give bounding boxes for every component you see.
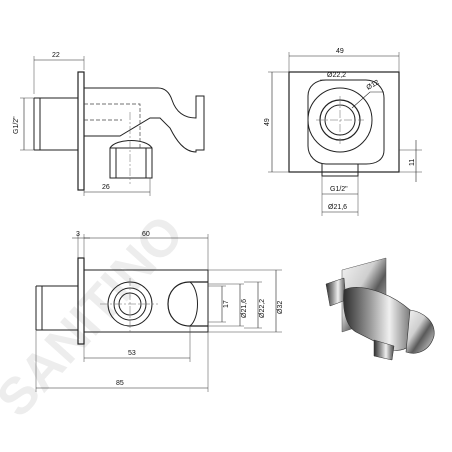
side-outlet	[109, 147, 153, 179]
top-dim-17-ext	[208, 285, 226, 323]
product-render	[325, 257, 435, 361]
top-holder-slot	[167, 281, 208, 327]
top-dim-d1-label: Ø21,6	[241, 299, 248, 318]
front-dim-49w-ext	[288, 52, 400, 72]
side-dim-thread-ext	[20, 97, 34, 151]
front-dim-thread-dia-label: Ø21,6	[328, 204, 347, 211]
top-dim-d3-label: Ø32	[277, 301, 284, 314]
side-outlet-neck	[109, 140, 153, 149]
front-outlet-stub	[321, 164, 359, 177]
render-outlet	[373, 339, 395, 361]
front-outer-ring	[307, 87, 373, 153]
side-dim-26-ext	[83, 178, 151, 196]
front-dim-11-ext	[399, 149, 422, 173]
side-body-outline	[84, 87, 205, 153]
front-dim-49h-label: 49	[264, 118, 271, 126]
side-dim-22-label: 22	[52, 52, 60, 59]
top-dim-53-label: 53	[128, 350, 136, 357]
top-dim-60-label: 60	[142, 231, 150, 238]
top-centerlines	[100, 278, 158, 334]
top-holder-inner	[189, 281, 198, 327]
side-hidden-lines	[84, 103, 141, 150]
side-wall-plate	[77, 71, 85, 191]
top-dim-d1-ext	[208, 283, 244, 327]
front-dim-49w-label: 49	[336, 48, 344, 55]
top-dim-85-label: 85	[116, 380, 124, 387]
front-dim-ring-leader	[351, 91, 384, 109]
front-centerlines	[316, 96, 364, 144]
side-dim-thread-label: G1/2"	[13, 116, 20, 134]
front-view: 49 Ø22,2 Ø12 49 11 G1/2" Ø21,6	[264, 48, 422, 216]
top-inlet-pipe	[35, 285, 78, 331]
front-dim-11-label: 11	[409, 159, 416, 166]
side-dim-26-label: 26	[102, 184, 110, 191]
front-dim-ring-label: Ø12	[366, 79, 381, 92]
side-inlet-pipe	[33, 97, 78, 151]
front-dim-thread-dia-ext	[321, 198, 359, 216]
top-dim-17-label: 17	[223, 300, 230, 308]
front-body-outline	[307, 79, 385, 165]
top-dim-d3-ext	[208, 269, 282, 333]
render-holder-cup	[405, 309, 435, 354]
top-dim-d2-label: Ø22,2	[259, 299, 266, 318]
front-plate	[288, 71, 400, 173]
top-dim-53-ext	[83, 326, 191, 362]
front-dim-thread-label: G1/2"	[330, 186, 348, 193]
top-dim-3-label: 3	[76, 231, 80, 238]
top-dim-85-ext	[35, 330, 209, 392]
side-dim-22-ext	[33, 56, 85, 94]
side-view: 22 G1/2" 26	[13, 52, 205, 196]
top-view: 3 60 17 Ø21,6 Ø22,2 Ø32 53 85	[35, 231, 284, 392]
top-body	[83, 269, 209, 333]
front-dim-49h-ext	[268, 71, 289, 173]
top-dim-d2-ext	[244, 281, 262, 329]
front-dim-bore-label: Ø22,2	[327, 72, 346, 79]
front-dim-thread-ext	[321, 176, 359, 198]
